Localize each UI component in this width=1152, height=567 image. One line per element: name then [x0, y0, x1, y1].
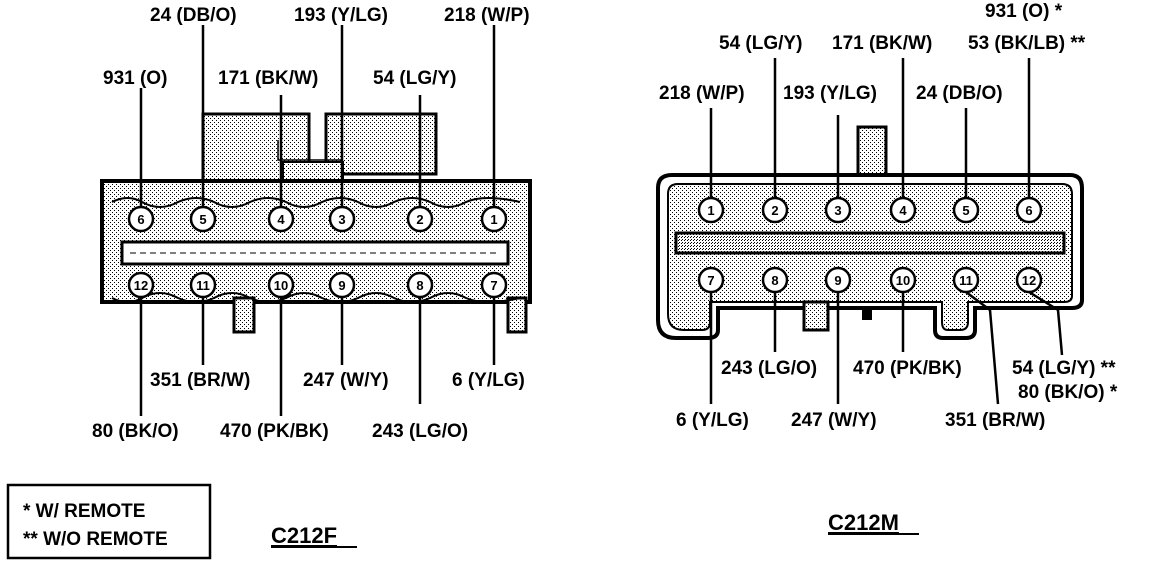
c212m-pin-number: 10 [896, 273, 910, 288]
c212m-label-pin-5: 24 (DB/O) [916, 83, 1003, 104]
c212f-pin-1: 1 [480, 205, 508, 233]
c212m-label-pin-11: 351 (BR/W) [945, 410, 1045, 431]
c212m-top-tab [856, 125, 888, 179]
c212f-pin-number: 5 [199, 212, 206, 227]
c212m-pin-10: 10 [889, 266, 917, 294]
c212f-pin-10: 10 [267, 271, 295, 299]
c212m-pin-12: 12 [1015, 266, 1043, 294]
c212f-label-pin-1: 218 (W/P) [444, 5, 530, 26]
c212f-label-pin-2: 54 (LG/Y) [373, 68, 456, 89]
c212m-label-pin-12-no-remote: 54 (LG/Y) ** [1012, 358, 1116, 379]
c212f-label-pin-6: 931 (O) [103, 68, 167, 89]
c212m-title: C212M [828, 510, 899, 535]
c212f-leaders-bottom [139, 297, 496, 416]
c212m-center-bar [674, 231, 1066, 255]
c212f-pin-number: 12 [134, 278, 148, 293]
c212m-pin-3: 3 [824, 196, 852, 224]
c212m-pin-9: 9 [824, 266, 852, 294]
c212f-bottom-notch-right [506, 296, 528, 334]
c212m-pin-1: 1 [697, 196, 725, 224]
c212f-pin-number: 1 [490, 212, 497, 227]
c212m-pin-7: 7 [697, 266, 725, 294]
c212f-pin-number: 11 [196, 278, 210, 293]
c212f-label-pin-3: 193 (Y/LG) [294, 5, 388, 26]
c212m-label-pin-2: 54 (LG/Y) [719, 33, 802, 54]
c212m-bottom-key [862, 308, 872, 320]
c212f-pin-3: 3 [328, 205, 356, 233]
c212f-pin-5: 5 [189, 205, 217, 233]
c212m-pin-number: 6 [1025, 203, 1032, 218]
c212f-label-pin-12: 80 (BK/O) [92, 421, 179, 442]
c212f-pin-4: 4 [267, 205, 295, 233]
c212m-pin-11: 11 [952, 266, 980, 294]
c212m-leaders-top [709, 58, 1031, 198]
c212f-pin-number: 10 [274, 278, 288, 293]
c212f-pin-number: 2 [416, 212, 423, 227]
legend-line-remote: * W/ REMOTE [23, 501, 145, 522]
c212m-pin-number: 2 [771, 203, 778, 218]
legend-box: * W/ REMOTE ** W/O REMOTE [6, 483, 212, 560]
c212f-bottom-notch-left [232, 296, 256, 334]
c212m-pin-6: 6 [1015, 196, 1043, 224]
c212m-pin-2: 2 [761, 196, 789, 224]
c212f-pin-7: 7 [480, 271, 508, 299]
c212m-pin-number: 8 [771, 273, 778, 288]
c212m-label-pin-7: 6 (Y/LG) [676, 410, 749, 431]
c212f-pin-number: 4 [277, 212, 285, 227]
c212f-pin-11: 11 [189, 271, 217, 299]
c212f-top-tab-right [324, 112, 438, 176]
c212f-title: C212F [271, 523, 337, 548]
c212f-pin-9: 9 [328, 271, 356, 299]
connector-c212f: 6 5 4 3 2 1 12 11 [92, 5, 532, 442]
c212f-leaders-top [139, 25, 496, 207]
c212m-pin-number: 9 [834, 273, 841, 288]
c212m-pin-number: 5 [962, 203, 969, 218]
c212f-pin-number: 7 [490, 278, 497, 293]
c212m-pin-number: 12 [1022, 273, 1036, 288]
c212f-pin-8: 8 [406, 271, 434, 299]
c212m-label-pin-9: 247 (W/Y) [791, 410, 877, 431]
c212m-leaders-bottom [709, 290, 1064, 405]
c212f-label-pin-8: 243 (LG/O) [372, 421, 468, 442]
c212f-pin-6: 6 [127, 205, 155, 233]
c212f-pin-number: 8 [416, 278, 423, 293]
c212m-pin-number: 3 [834, 203, 841, 218]
c212m-label-pin-6-remote: 931 (O) * [985, 1, 1063, 22]
c212f-label-pin-9: 247 (W/Y) [303, 370, 389, 391]
c212f-label-pin-10: 470 (PK/BK) [220, 421, 329, 442]
c212f-pin-12: 12 [127, 271, 155, 299]
c212m-pin-number: 7 [707, 273, 714, 288]
c212m-bottom-notch [802, 300, 830, 332]
c212m-label-pin-4: 171 (BK/W) [832, 33, 932, 54]
connector-c212m: 1 2 3 4 5 6 7 8 [656, 1, 1118, 431]
c212f-label-pin-11: 351 (BR/W) [150, 370, 250, 391]
c212f-label-pin-7: 6 (Y/LG) [452, 370, 525, 391]
c212f-pin-number: 6 [137, 212, 144, 227]
c212m-pin-number: 11 [959, 273, 973, 288]
c212f-pin-number: 9 [338, 278, 345, 293]
c212m-pin-8: 8 [761, 266, 789, 294]
c212m-label-pin-12-remote: 80 (BK/O) * [1018, 382, 1118, 403]
c212m-pin-4: 4 [889, 196, 917, 224]
c212m-pin-5: 5 [952, 196, 980, 224]
c212f-label-pin-4: 171 (BK/W) [218, 68, 318, 89]
c212m-label-pin-1: 218 (W/P) [659, 83, 745, 104]
c212m-label-pin-10: 470 (PK/BK) [853, 358, 962, 379]
c212m-label-pin-3: 193 (Y/LG) [783, 83, 877, 104]
c212m-pin-number: 4 [899, 203, 907, 218]
legend-line-no-remote: ** W/O REMOTE [23, 529, 168, 550]
c212m-pin-number: 1 [707, 203, 714, 218]
c212f-pin-2: 2 [406, 205, 434, 233]
c212f-label-pin-5: 24 (DB/O) [150, 5, 237, 26]
c212m-label-pin-6-no-remote: 53 (BK/LB) ** [968, 33, 1086, 54]
c212m-label-pin-8: 243 (LG/O) [721, 358, 817, 379]
c212f-pin-number: 3 [338, 212, 345, 227]
